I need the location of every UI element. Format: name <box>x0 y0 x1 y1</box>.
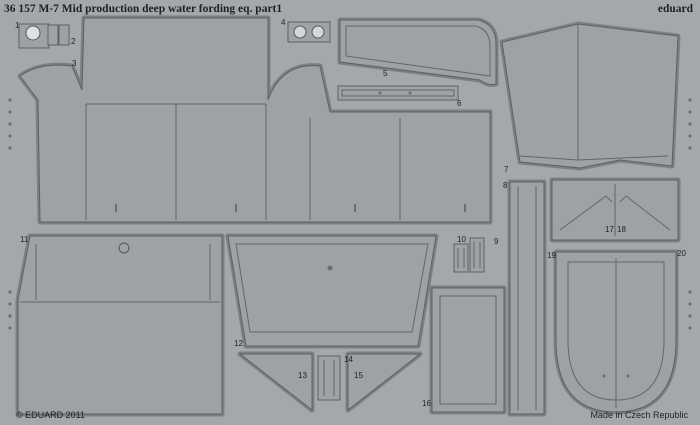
part-label: part1 <box>255 3 283 15</box>
part-number-6: 6 <box>457 99 462 108</box>
product-title: M-7 Mid production deep water fording eq… <box>38 3 253 15</box>
part-number-3: 3 <box>72 59 77 68</box>
part-number-18: 18 <box>617 225 626 234</box>
part-5 <box>337 17 499 87</box>
part-12 <box>225 233 439 349</box>
part-8 <box>507 179 547 417</box>
part-number-13: 13 <box>298 371 307 380</box>
part-number-10: 10 <box>457 235 466 244</box>
part-9-10 <box>453 237 485 273</box>
part-number-9: 9 <box>494 237 499 246</box>
part-6 <box>337 85 459 101</box>
part-16 <box>429 285 507 415</box>
part-number-5: 5 <box>383 69 388 78</box>
part-13 <box>237 351 315 413</box>
part-1 <box>18 23 50 49</box>
part-4 <box>287 21 331 43</box>
part-2 <box>47 24 70 46</box>
part-15 <box>345 351 423 413</box>
part-14 <box>317 355 341 401</box>
part-number-20: 20 <box>677 249 686 258</box>
part-number-2: 2 <box>71 37 76 46</box>
part-number-16: 16 <box>422 399 431 408</box>
part-number-14: 14 <box>344 355 353 364</box>
part-7 <box>499 21 681 171</box>
fret-side-holes <box>8 98 692 330</box>
brand-logo: eduard <box>657 3 693 15</box>
part-number-11: 11 <box>20 235 29 244</box>
part-number-4: 4 <box>281 18 286 27</box>
copyright-text: © EDUARD 2011 <box>16 410 85 420</box>
fret-title: 36 157 M-7 Mid production deep water for… <box>4 3 282 15</box>
part-11 <box>15 233 225 417</box>
part-3 <box>17 15 493 225</box>
part-number-8: 8 <box>503 181 508 190</box>
part-19-20 <box>553 249 679 415</box>
part-number-1: 1 <box>15 21 20 30</box>
part-17-18 <box>549 177 681 243</box>
part-number-7: 7 <box>504 165 509 174</box>
origin-text: Made in Czech Republic <box>590 410 688 420</box>
part-number-19: 19 <box>547 251 556 260</box>
product-code: 36 157 <box>4 3 36 15</box>
part-number-12: 12 <box>234 339 243 348</box>
part-number-17: 17 <box>605 225 614 234</box>
part-number-15: 15 <box>354 371 363 380</box>
